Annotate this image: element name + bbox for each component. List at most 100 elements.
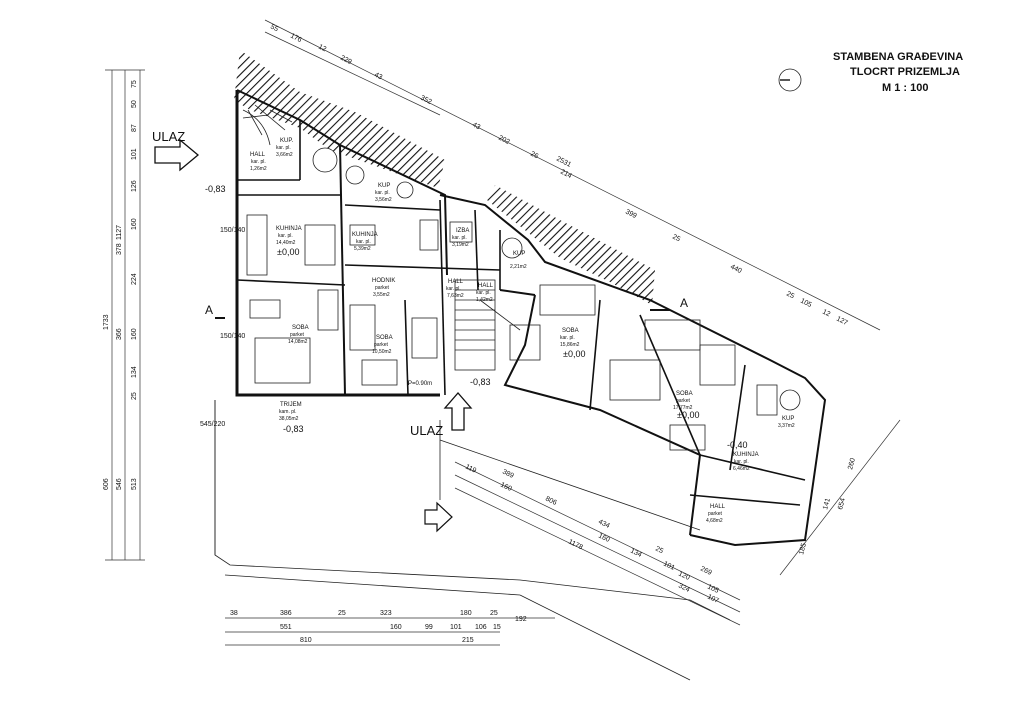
- svg-text:6,46m2: 6,46m2: [733, 466, 750, 472]
- svg-text:14,08m2: 14,08m2: [288, 339, 308, 345]
- svg-text:224: 224: [131, 273, 138, 285]
- svg-text:323: 323: [380, 610, 392, 617]
- svg-text:2531: 2531: [555, 156, 572, 169]
- svg-text:SOBA: SOBA: [562, 328, 579, 334]
- svg-text:kar. pl.: kar. pl.: [476, 290, 491, 296]
- svg-text:TRIJEM: TRIJEM: [280, 402, 302, 408]
- svg-text:352: 352: [419, 95, 433, 107]
- svg-text:260: 260: [847, 457, 857, 470]
- svg-text:kar. pl.: kar. pl.: [452, 235, 467, 241]
- svg-text:1127: 1127: [116, 225, 123, 240]
- svg-text:120: 120: [677, 571, 691, 582]
- svg-text:38,05m2: 38,05m2: [279, 416, 299, 422]
- terrain-hatch-right: [487, 185, 655, 305]
- svg-text:5,39m2: 5,39m2: [354, 246, 371, 252]
- svg-text:654: 654: [837, 497, 847, 510]
- svg-text:KUHINJA: KUHINJA: [352, 232, 378, 238]
- svg-text:160: 160: [390, 624, 402, 631]
- svg-text:kar. pl.: kar. pl.: [276, 145, 291, 151]
- svg-text:kar. pl.: kar. pl.: [251, 159, 266, 165]
- entrance-arrow-bottom-icon: [443, 392, 473, 431]
- svg-text:106: 106: [475, 624, 487, 631]
- svg-text:3,56m2: 3,56m2: [375, 197, 392, 203]
- svg-text:180: 180: [460, 610, 472, 617]
- svg-text:378: 378: [116, 243, 123, 255]
- svg-text:KUHINJA: KUHINJA: [733, 452, 759, 458]
- svg-text:14,40m2: 14,40m2: [276, 240, 296, 246]
- svg-text:HODNIK: HODNIK: [372, 278, 395, 284]
- svg-text:101: 101: [450, 624, 462, 631]
- svg-text:101: 101: [131, 148, 138, 160]
- opening-label: 545/220: [200, 421, 225, 428]
- svg-text:119: 119: [464, 464, 477, 475]
- svg-text:HALL: HALL: [710, 504, 726, 510]
- svg-text:50: 50: [131, 100, 138, 108]
- svg-text:KUP: KUP: [378, 183, 390, 189]
- north-arrow-icon: [778, 68, 802, 92]
- svg-text:43: 43: [373, 72, 383, 82]
- svg-text:17,77m2: 17,77m2: [673, 405, 693, 411]
- svg-text:HALL: HALL: [448, 279, 464, 285]
- svg-text:HALL: HALL: [478, 283, 494, 289]
- svg-text:160: 160: [131, 218, 138, 230]
- level-label: -0,83: [470, 377, 491, 387]
- svg-text:parket: parket: [375, 285, 390, 291]
- terrace-arrow-icon: [424, 501, 453, 533]
- svg-text:15: 15: [493, 624, 501, 631]
- svg-text:3,37m2: 3,37m2: [778, 423, 795, 429]
- svg-text:176: 176: [289, 33, 303, 45]
- opening-label: 150/140: [220, 333, 245, 340]
- svg-text:101: 101: [662, 561, 676, 572]
- svg-text:141: 141: [822, 497, 832, 510]
- svg-text:parket: parket: [708, 511, 723, 517]
- svg-text:kar. pl.: kar. pl.: [356, 239, 371, 245]
- dimension-line-top: [264, 19, 881, 331]
- svg-text:38: 38: [230, 610, 238, 617]
- svg-text:107: 107: [706, 594, 720, 605]
- svg-text:1,42m2: 1,42m2: [476, 297, 493, 303]
- entrance-arrow-left-icon: [154, 138, 200, 172]
- svg-text:160: 160: [597, 533, 611, 544]
- level-label: -0,40: [727, 440, 748, 450]
- svg-text:513: 513: [131, 478, 138, 490]
- svg-text:25: 25: [490, 610, 498, 617]
- svg-text:25: 25: [671, 234, 681, 244]
- level-label: ±0,00: [563, 349, 585, 359]
- svg-text:202: 202: [497, 135, 511, 147]
- room-label-kup-1: KUP.kar. pl.3,66m2: [276, 138, 294, 158]
- svg-text:1733: 1733: [103, 314, 110, 330]
- svg-text:2,21m2: 2,21m2: [510, 264, 527, 270]
- svg-text:399: 399: [624, 209, 638, 221]
- opening-label: P=0.90m: [408, 381, 432, 387]
- dimension-labels-right: 260 141 654 185: [798, 457, 857, 555]
- svg-text:KUP.: KUP.: [280, 138, 294, 144]
- svg-text:87: 87: [131, 124, 138, 132]
- dimension-labels-porch: 119 389 160 434 160 134 25 269 101 120 1…: [464, 464, 720, 605]
- svg-text:kar. pl.: kar. pl.: [734, 459, 749, 465]
- svg-text:kar. pl.: kar. pl.: [375, 190, 390, 196]
- dimension-lines-left: [105, 69, 145, 561]
- entrance-label-left: ULAZ: [152, 129, 185, 144]
- svg-text:43: 43: [471, 122, 481, 132]
- furniture: [246, 147, 801, 451]
- svg-text:229: 229: [339, 55, 353, 67]
- svg-text:kar. pl.: kar. pl.: [446, 286, 461, 292]
- svg-text:606: 606: [103, 478, 110, 490]
- svg-text:134: 134: [629, 548, 643, 559]
- svg-text:SOBA: SOBA: [676, 391, 693, 397]
- svg-text:25: 25: [785, 291, 795, 301]
- svg-text:3,19m2: 3,19m2: [452, 242, 469, 248]
- dimension-labels-left: 75 50 87 101 126 160 224 160 134 25 1127…: [103, 80, 138, 490]
- svg-text:126: 126: [131, 180, 138, 192]
